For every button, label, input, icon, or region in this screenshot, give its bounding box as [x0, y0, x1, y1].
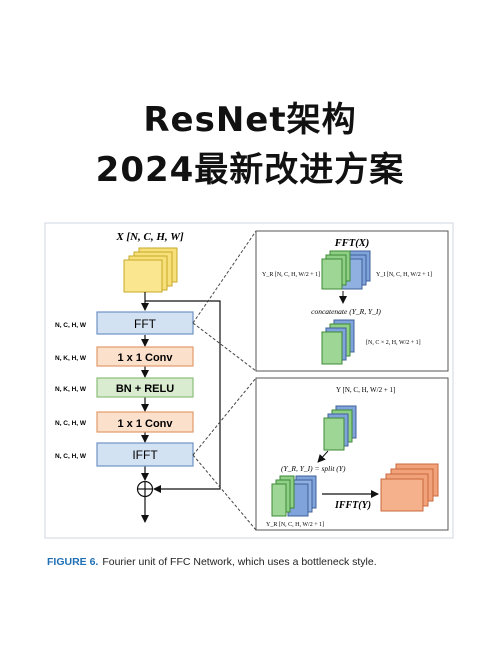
- zoom-line-ifft-bottom: [192, 454, 257, 531]
- svg-text:1 x 1 Conv: 1 x 1 Conv: [117, 352, 173, 364]
- ifft-input-cubes: [323, 405, 357, 451]
- svg-text:FFT: FFT: [134, 317, 157, 331]
- block-fft: FFT: [96, 311, 194, 335]
- block-bn-relu: BN + RELU: [96, 377, 194, 398]
- split-cubes: [271, 475, 317, 517]
- zoom-line-fft-bottom: [192, 322, 257, 372]
- zoom-line-ifft-top: [192, 377, 257, 456]
- dims-ifft: N, C, H, W: [55, 453, 87, 460]
- dims-fft: N, C, H, W: [55, 322, 87, 329]
- arrow-split: [317, 450, 329, 463]
- svg-text:IFFT: IFFT: [132, 448, 158, 462]
- dims-conv-2: N, C, H, W: [55, 420, 87, 427]
- concat-cubes: [321, 319, 355, 365]
- block-conv-2: 1 x 1 Conv: [96, 411, 194, 433]
- concat-label: concatenate (Y_R, Y_I): [311, 307, 381, 316]
- caption-text: Fourier unit of FFC Network, which uses …: [102, 556, 377, 568]
- block-conv-1: 1 x 1 Conv: [96, 346, 194, 367]
- title-line-2: 2024最新改进方案: [95, 150, 405, 190]
- fft-yr-label: Y_R [N, C, H, W/2 + 1]: [262, 272, 320, 278]
- dims-bn-relu: N, K, H, W: [55, 386, 87, 393]
- zoom-line-fft-top: [192, 230, 257, 324]
- block-ifft: IFFT: [96, 442, 194, 467]
- title-line-1: ResNet架构: [143, 100, 357, 140]
- svg-text:BN + RELU: BN + RELU: [116, 383, 174, 395]
- dims-conv-1: N, K, H, W: [55, 355, 87, 362]
- split-label: (Y_R, Y_I) = split (Y): [281, 464, 346, 473]
- svg-text:1 x 1 Conv: 1 x 1 Conv: [117, 418, 173, 430]
- concat-dims-label: [N, C × 2, H, W/2 + 1]: [366, 340, 421, 346]
- input-label: X [N, C, H, W]: [115, 231, 184, 243]
- figure-caption: FIGURE 6.Fourier unit of FFC Network, wh…: [47, 556, 377, 568]
- input-tensor-cube: [123, 247, 178, 293]
- ifft-yr-label: Y_R [N, C, H, W/2 + 1]: [266, 522, 324, 528]
- ifft-output-cubes: [380, 463, 439, 512]
- fft-yi-label: Y_I [N, C, H, W/2 + 1]: [376, 272, 432, 278]
- caption-label: FIGURE 6.: [47, 556, 99, 568]
- fft-panel-title: FFT(X): [334, 238, 369, 249]
- residual-skip-connection: [145, 300, 221, 493]
- add-node-icon: [136, 480, 154, 498]
- fft-output-cubes: [321, 250, 371, 290]
- ifft-op-label: IFFT(Y): [334, 500, 371, 511]
- ifft-input-dims: Y [N, C, H, W/2 + 1]: [336, 386, 395, 394]
